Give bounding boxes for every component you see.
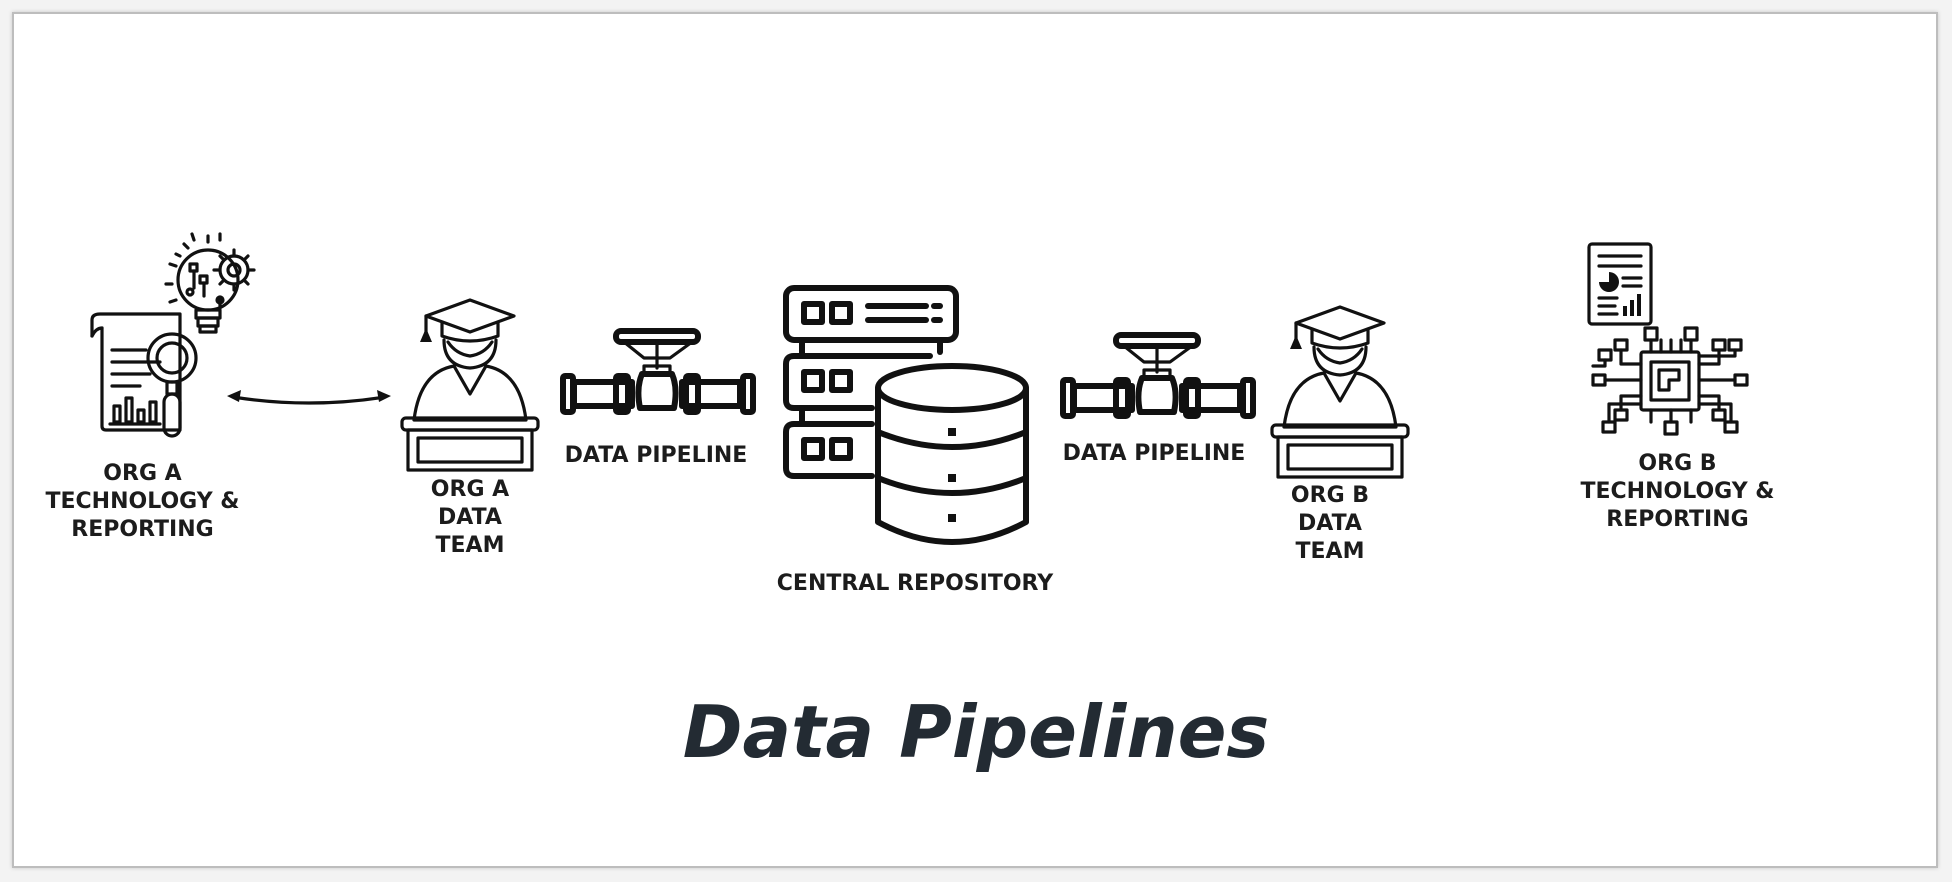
graduate-at-desk-icon-b [1270, 305, 1410, 479]
pipe-valve-icon-1 [560, 328, 756, 415]
pipeline-2-label: DATA PIPELINE [1062, 441, 1246, 466]
org-b-tech-label: ORG B TECHNOLOGY & REPORTING [1580, 451, 1775, 532]
diagram-frame [12, 12, 1938, 868]
org-a-tech-label: ORG A TECHNOLOGY & REPORTING [45, 461, 240, 542]
report-magnifier-lightbulb-icon [90, 232, 256, 438]
double-arrow-connector [227, 390, 391, 405]
report-circuit-chip-icon [1587, 242, 1749, 436]
server-database-icon [783, 285, 1029, 545]
pipeline-1-label: DATA PIPELINE [564, 443, 748, 468]
diagram-title: Data Pipelines [682, 690, 1270, 774]
pipe-valve-icon-2 [1060, 332, 1256, 419]
central-repo-label: CENTRAL REPOSITORY [776, 571, 1054, 596]
org-b-team-label: ORG B DATA TEAM [1290, 483, 1370, 564]
graduate-at-desk-icon [400, 298, 540, 472]
org-a-team-label: ORG A DATA TEAM [430, 477, 510, 558]
